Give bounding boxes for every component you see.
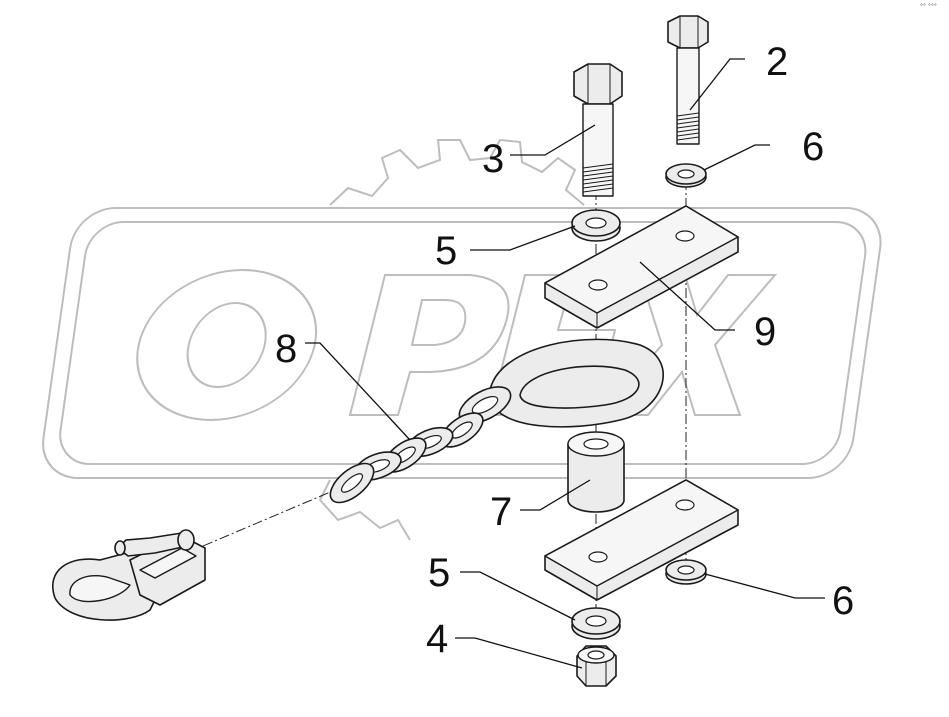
spacer-tube <box>567 431 625 513</box>
washer-small-lower <box>665 559 707 585</box>
watermark-gear-outline <box>318 138 585 541</box>
watermark-frame-inner <box>59 221 867 465</box>
clamp-plate-upper <box>544 205 739 329</box>
washer-large-upper <box>571 209 621 242</box>
callout-6-upper: 6 <box>802 125 824 169</box>
callout-6-lower: 6 <box>832 579 854 623</box>
nut <box>576 645 617 687</box>
watermark-letter-o <box>136 269 318 421</box>
hook-axis <box>169 489 336 561</box>
chain-master-link <box>489 338 664 428</box>
callout-5-upper: 5 <box>435 229 457 273</box>
callout-9: 9 <box>754 310 776 354</box>
bolt-long-head <box>573 63 623 105</box>
leader-lines <box>305 58 825 669</box>
watermark-letter-o-inner <box>186 302 267 388</box>
clamp-plate-lower <box>544 479 739 601</box>
callout-8: 8 <box>275 327 297 371</box>
washer-large-lower <box>571 607 621 640</box>
callout-5-lower: 5 <box>428 551 450 595</box>
watermark-frame <box>42 207 882 479</box>
chain <box>329 338 664 504</box>
bolt-short-head <box>667 15 709 49</box>
watermark-letter-p <box>348 274 510 416</box>
hook <box>52 529 206 621</box>
washer-small-upper <box>665 163 707 188</box>
bolt-long <box>573 63 623 197</box>
bolt-short <box>667 15 709 145</box>
bolt-long-thread <box>582 163 614 193</box>
callout-7: 7 <box>490 490 512 534</box>
corner-mark: °° °°° <box>920 3 937 10</box>
callout-4: 4 <box>426 617 448 661</box>
callout-2: 2 <box>766 40 788 84</box>
callout-3: 3 <box>482 137 504 181</box>
bolt-short-thread <box>676 112 700 141</box>
callout-labels: 2 3 6 5 9 8 7 5 6 4 <box>275 40 854 661</box>
bolt-short-shank <box>676 47 700 145</box>
